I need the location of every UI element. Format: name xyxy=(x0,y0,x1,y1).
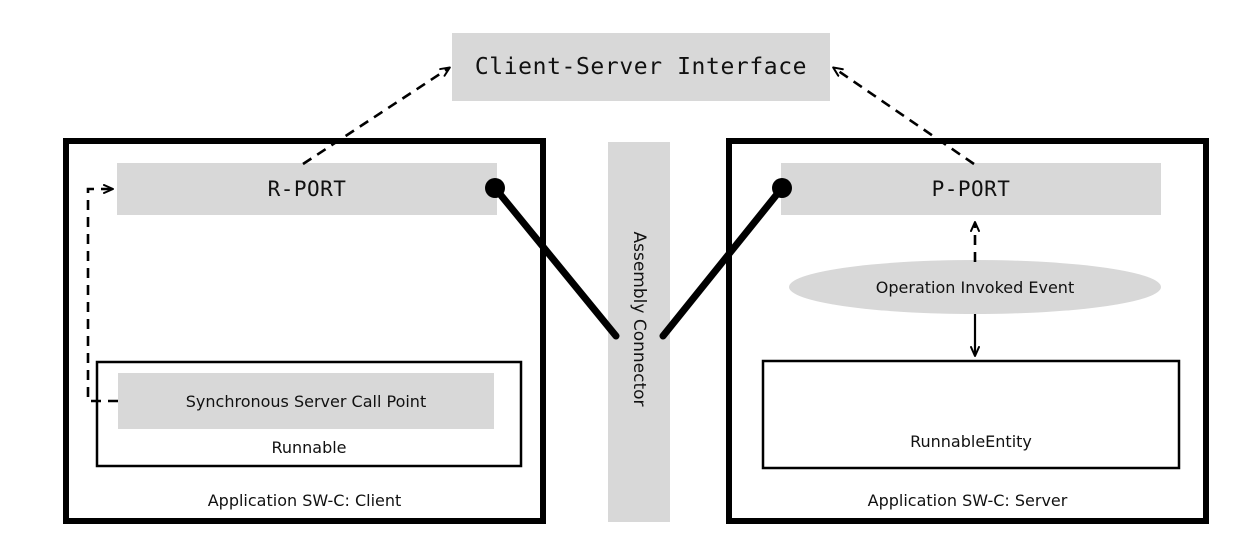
r-port-interface-dashed-arrow xyxy=(302,66,451,166)
sync-server-call-point-box xyxy=(118,373,494,429)
p-port-box xyxy=(781,163,1161,215)
operation-invoked-event-ellipse xyxy=(789,260,1161,314)
r-port-box xyxy=(117,163,497,215)
p-port-connector-ball xyxy=(772,178,792,198)
r-port-connector-ball xyxy=(485,178,505,198)
assembly-connector-line-right xyxy=(659,184,786,340)
p-port-interface-dashed-arrow xyxy=(832,66,975,166)
assembly-connector-bar xyxy=(608,142,670,522)
server-runnable-entity-box xyxy=(761,359,1181,470)
assembly-connector-line-left xyxy=(491,184,620,340)
interface-box xyxy=(452,33,830,101)
call-point-to-r-port-dashed-arrow xyxy=(86,184,118,403)
